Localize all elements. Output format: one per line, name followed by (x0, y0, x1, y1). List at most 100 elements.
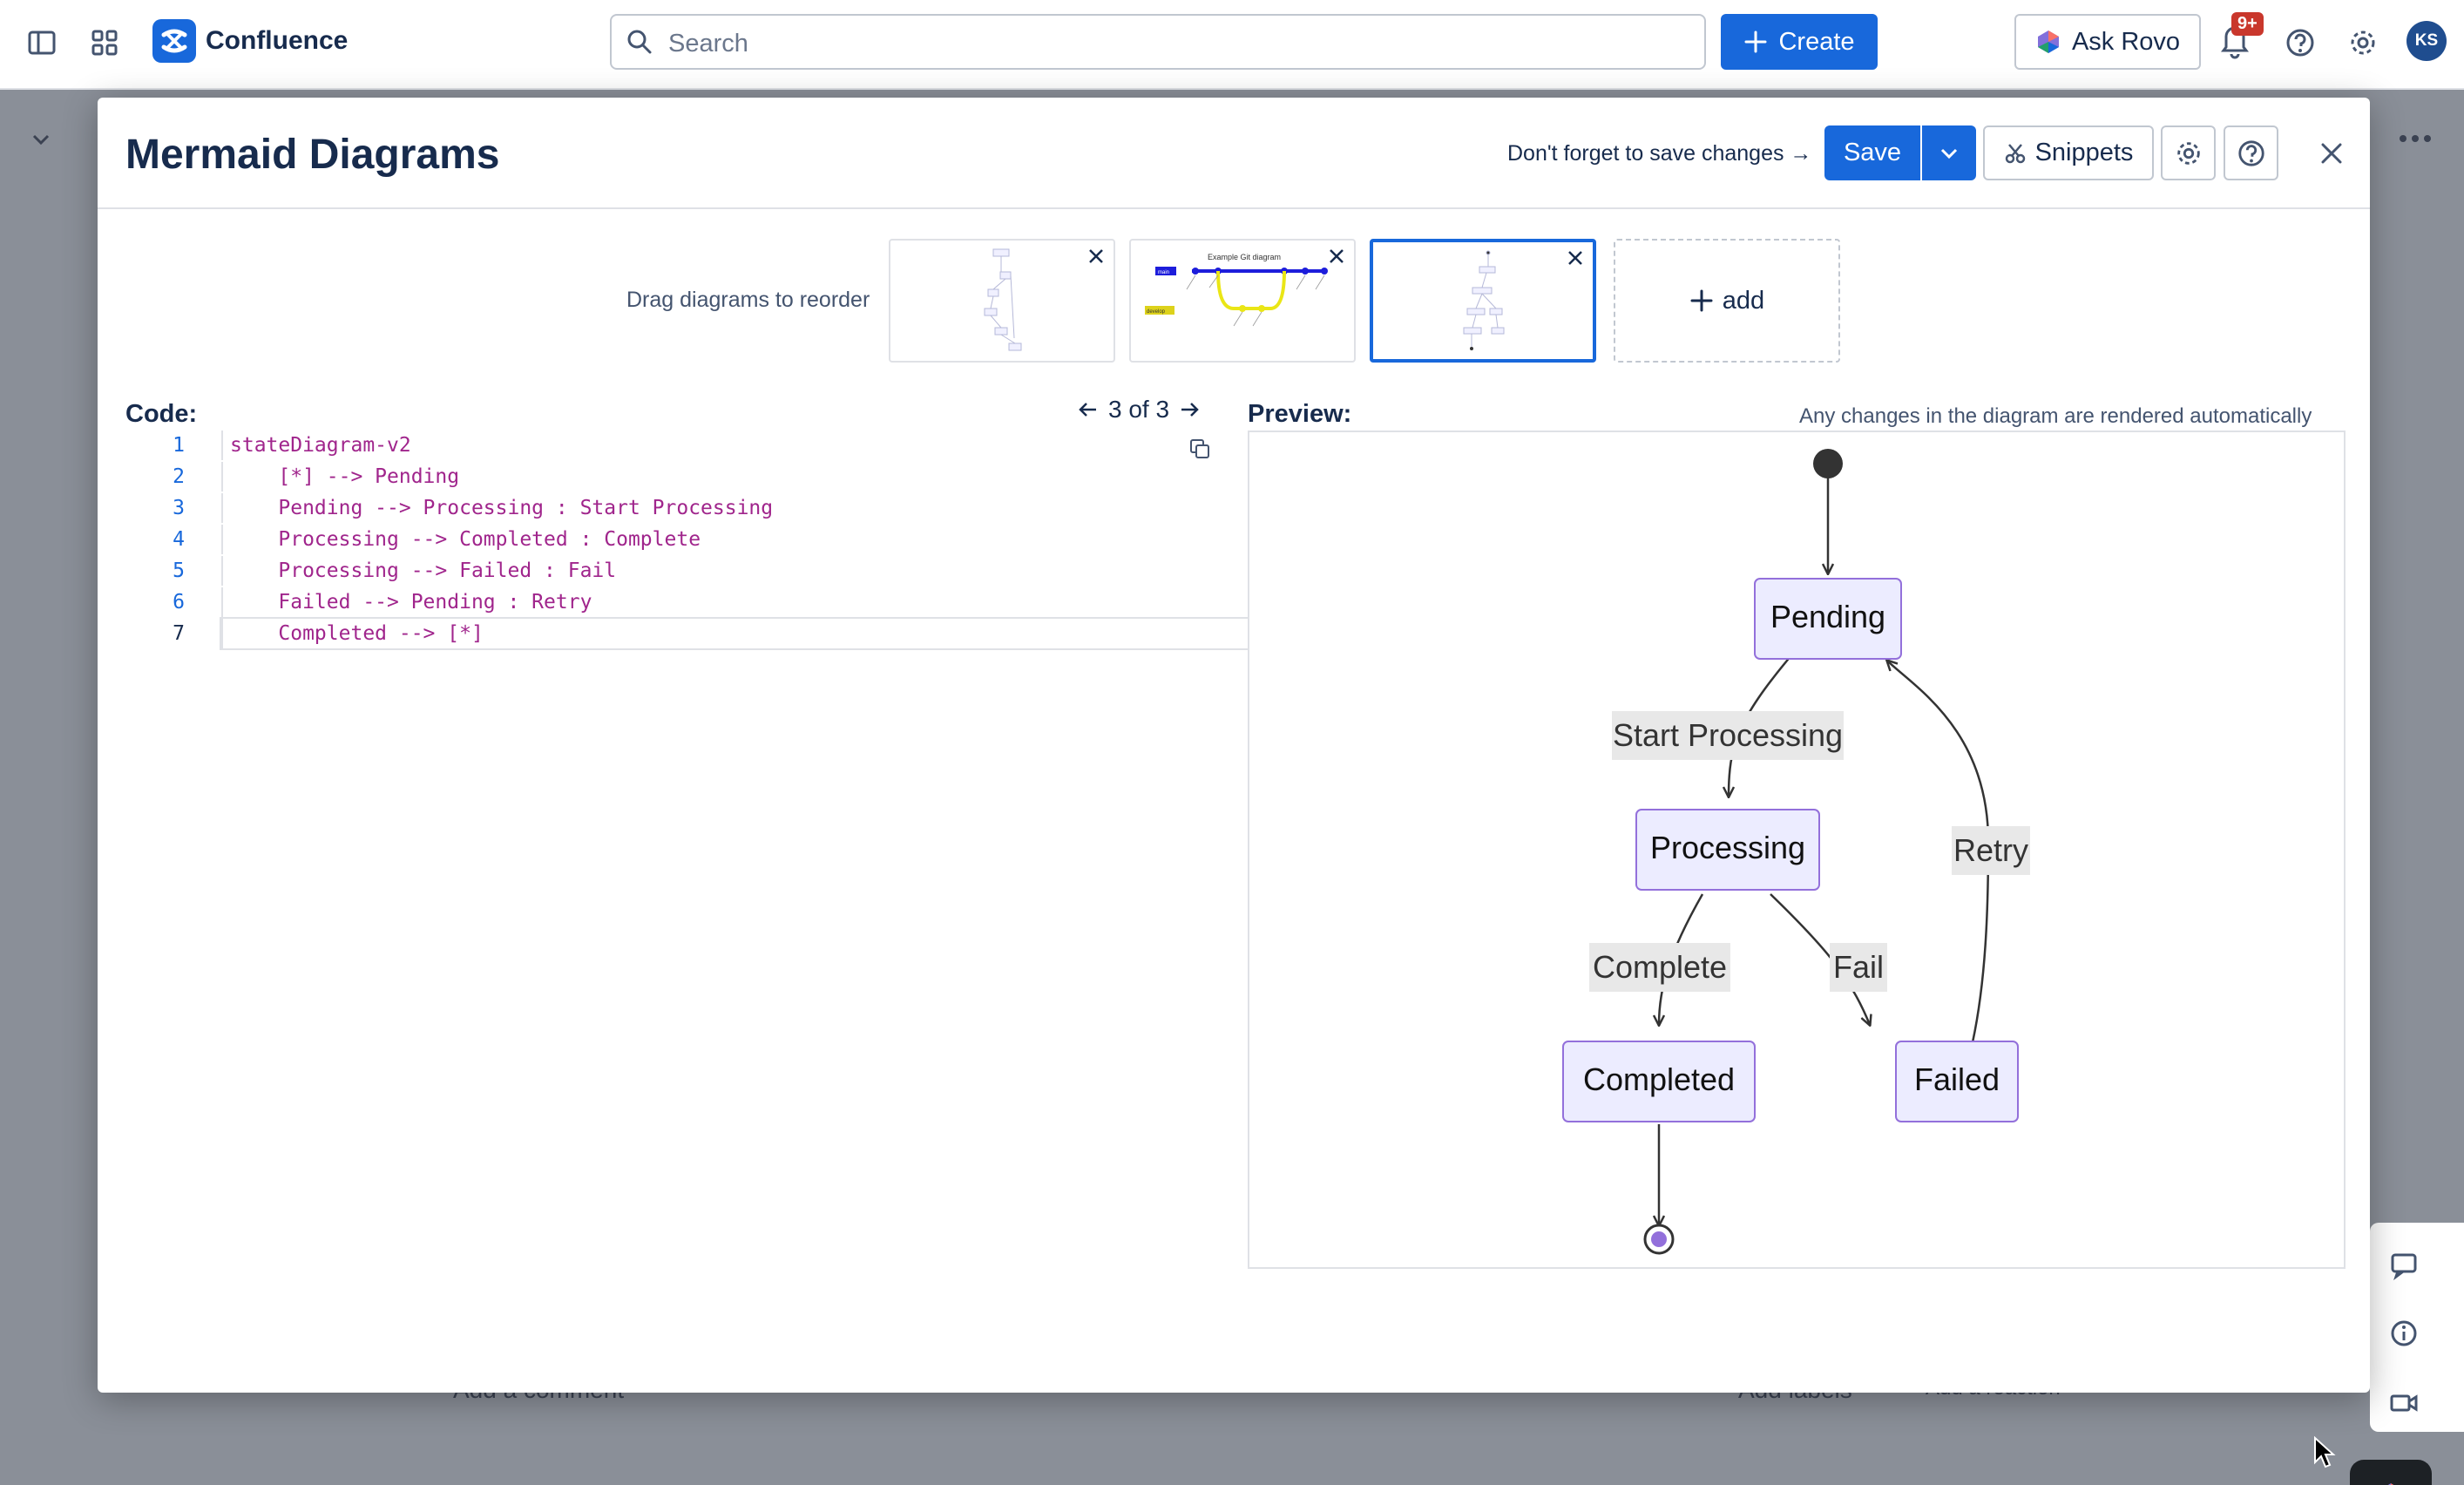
app-switcher-icon[interactable] (85, 24, 124, 62)
modal-title: Mermaid Diagrams (125, 132, 500, 178)
add-label: add (1722, 286, 1765, 315)
mermaid-diagrams-modal: Mermaid Diagrams Don't forget to save ch… (98, 98, 2370, 1393)
diagram-thumbnail-3[interactable] (1370, 239, 1596, 363)
transition-label: Complete (1593, 949, 1727, 985)
edge-label-complete: Complete (1589, 943, 1730, 992)
side-action-panel (2370, 1223, 2464, 1432)
close-modal-button[interactable] (2311, 132, 2352, 174)
diagram-settings-button[interactable] (2161, 125, 2216, 180)
ask-rovo-button[interactable]: Ask Rovo (2014, 14, 2201, 70)
edge-label-start-processing: Start Processing (1612, 711, 1844, 760)
confluence-logo-icon[interactable] (152, 19, 196, 63)
transition-label: Start Processing (1613, 717, 1843, 753)
line-number: 2 (173, 465, 185, 488)
line-number: 3 (173, 497, 185, 519)
app-name[interactable]: Confluence (206, 26, 349, 55)
diagram-preview: Pending Processing Completed Failed Star… (1248, 431, 2346, 1269)
code-text[interactable]: Processing --> Failed : Fail (221, 556, 1319, 586)
code-line[interactable]: 4 Processing --> Completed : Complete (125, 524, 1319, 555)
drag-hint: Drag diagrams to reorder (626, 288, 870, 312)
diagram-thumbnail-1[interactable] (889, 239, 1115, 363)
rovo-icon (2387, 1483, 2394, 1485)
code-text[interactable]: Completed --> [*] (220, 617, 1321, 650)
info-icon[interactable] (2389, 1319, 2419, 1348)
thumbnail-branch-tag: main (1158, 270, 1169, 275)
create-label: Create (1778, 27, 1855, 56)
notification-badge: 9+ (2231, 12, 2264, 36)
code-line[interactable]: 1 stateDiagram-v2 (125, 430, 1319, 461)
create-button[interactable]: Create (1721, 14, 1878, 70)
pager-text: 3 of 3 (1108, 396, 1170, 423)
preview-hint: Any changes in the diagram are rendered … (1799, 404, 2312, 428)
preview-label: Preview: (1248, 400, 1352, 428)
settings-gear-icon[interactable] (2344, 24, 2382, 62)
state-label: Pending (1770, 599, 1885, 634)
gear-icon (2176, 141, 2200, 165)
help-icon (2237, 139, 2264, 166)
state-node-processing: Processing (1635, 809, 1820, 891)
edge-label-fail: Fail (1830, 943, 1887, 992)
state-label: Processing (1650, 830, 1805, 865)
code-text[interactable]: Processing --> Completed : Complete (221, 525, 1319, 554)
comment-icon[interactable] (2389, 1251, 2419, 1280)
line-number: 4 (173, 528, 185, 551)
thumbnail-preview: Example Git diagram main develop (1145, 253, 1328, 327)
help-button[interactable] (2224, 125, 2278, 180)
state-diagram: Pending Processing Completed Failed Star… (1562, 449, 2030, 1255)
rovo-chat-fab[interactable] (2350, 1460, 2432, 1485)
code-editor[interactable]: 1 stateDiagram-v2 2 [*] --> Pending 3 Pen… (125, 430, 1321, 650)
diagram-pager: 3 of 3 (1077, 396, 1201, 424)
transition-label: Retry (1953, 832, 2028, 868)
close-icon (2321, 143, 2342, 164)
code-line[interactable]: 3 Pending --> Processing : Start Process… (125, 492, 1319, 524)
arrow-left-icon[interactable] (1077, 398, 1100, 421)
code-text[interactable]: [*] --> Pending (221, 462, 1319, 492)
remove-diagram-icon[interactable] (1326, 246, 1347, 267)
search-input[interactable]: Search (610, 14, 1706, 70)
diagram-thumbnail-2[interactable]: Example Git diagram main develop (1129, 239, 1356, 363)
thumbnail-preview (984, 248, 1022, 351)
code-line-active[interactable]: 7 Completed --> [*] (125, 617, 1321, 650)
add-diagram-button[interactable]: add (1614, 239, 1840, 363)
state-node-failed: Failed (1895, 1041, 2019, 1122)
top-navigation: Confluence Search Create Ask Rovo 9+ KS (0, 0, 2464, 90)
plus-icon (1690, 289, 1713, 312)
plus-icon (1744, 31, 1767, 53)
remove-diagram-icon[interactable] (1086, 246, 1107, 267)
snippets-label: Snippets (2034, 139, 2134, 166)
snippets-button[interactable]: Snippets (1983, 125, 2154, 180)
save-button[interactable]: Save (1824, 125, 1920, 180)
user-avatar[interactable]: KS (2406, 21, 2447, 61)
help-icon[interactable] (2281, 24, 2319, 62)
code-text[interactable]: stateDiagram-v2 (221, 431, 1319, 460)
thumbnail-preview (1463, 250, 1505, 350)
thumbnail-title: Example Git diagram (1208, 253, 1281, 261)
sidebar-toggle-icon[interactable] (23, 24, 61, 62)
end-state (1643, 1224, 1675, 1255)
state-label: Completed (1583, 1061, 1735, 1097)
chevron-down-icon (1940, 148, 1958, 159)
thumbnail-branch-tag: develop (1147, 309, 1166, 315)
search-placeholder: Search (668, 30, 748, 58)
modal-header: Mermaid Diagrams Don't forget to save ch… (98, 98, 2370, 209)
line-number: 7 (173, 622, 185, 645)
collapse-chevron-icon (32, 134, 50, 146)
line-number: 1 (173, 434, 185, 457)
code-text[interactable]: Failed --> Pending : Retry (221, 587, 1319, 617)
state-node-completed: Completed (1562, 1041, 1756, 1122)
code-text[interactable]: Pending --> Processing : Start Processin… (221, 493, 1319, 523)
code-line[interactable]: 2 [*] --> Pending (125, 461, 1319, 492)
state-label: Failed (1914, 1061, 2000, 1097)
video-icon[interactable] (2389, 1388, 2419, 1418)
remove-diagram-icon[interactable] (1565, 248, 1586, 268)
scissors-icon (2005, 143, 2025, 163)
state-node-pending: Pending (1754, 578, 1902, 660)
copy-code-icon[interactable] (1188, 437, 1211, 464)
code-line[interactable]: 6 Failed --> Pending : Retry (125, 587, 1319, 618)
line-number: 5 (173, 559, 185, 582)
code-line[interactable]: 5 Processing --> Failed : Fail (125, 555, 1319, 587)
start-state (1813, 449, 1843, 478)
arrow-right-icon[interactable] (1178, 398, 1201, 421)
save-options-dropdown[interactable] (1922, 125, 1976, 180)
line-number: 6 (173, 591, 185, 614)
